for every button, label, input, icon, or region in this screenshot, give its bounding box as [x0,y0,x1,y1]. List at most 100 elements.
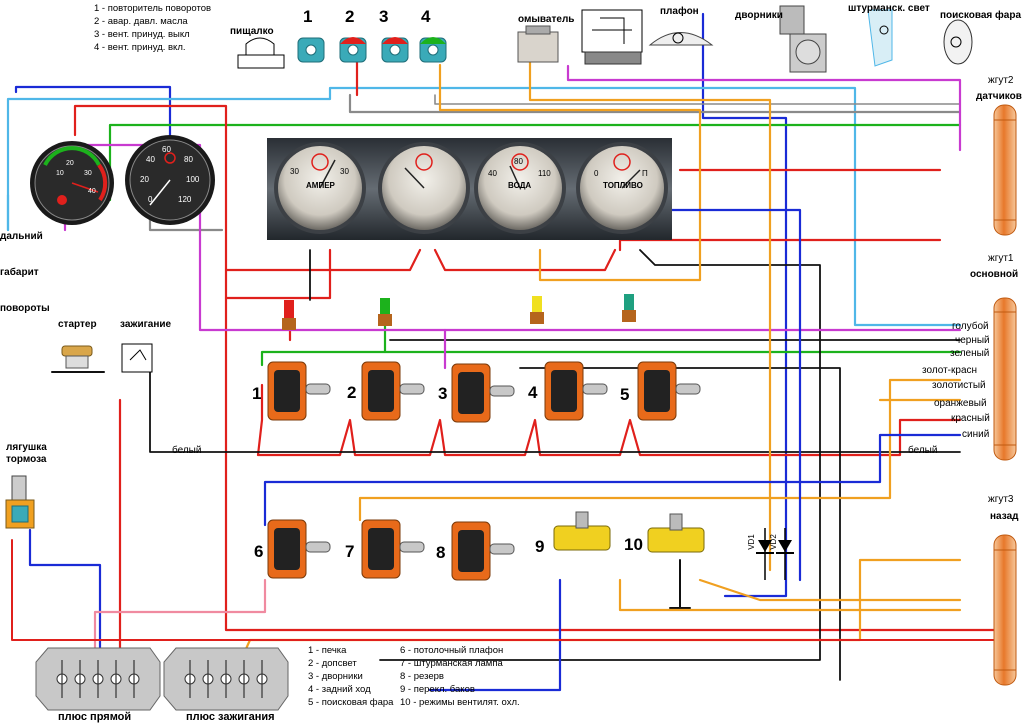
switch-number-9: 9 [535,537,545,556]
signal-lamps [282,294,636,330]
harness-3-title: жгут3 [988,494,1014,505]
gauge-panel [267,138,672,240]
legend-top-4: 4 - вент. принуд. вкл. [94,42,186,53]
wire-red-bus [73,104,1002,632]
diodes [756,528,794,580]
diode-label-vd2: VD2 [768,534,778,550]
gauge-temp-mid: 80 [514,157,523,166]
label-map-light: штурманск. свет [848,3,930,14]
gauge-fuel-full: П [642,169,648,178]
wire-orange-1 [528,58,772,572]
wire-label-dark-blue: синий [962,429,990,440]
wire-label-white-right: белый [908,445,938,456]
legend-bottom-5: 5 - поисковая фара [308,697,394,708]
wire-label-white-left: белый [172,445,202,456]
gauge-ammeter [274,142,366,234]
legend-bottom-10: 10 - режимы вентилят. охл. [400,697,520,708]
speedo-tick-100: 100 [186,175,200,184]
toggle-switch-4 [544,361,608,421]
gauge-oil [378,142,470,234]
legend-top-3: 3 - вент. принуд. выкл [94,29,190,40]
toggle-switches [267,361,705,581]
wire-black-gauge [379,249,821,661]
harness-1 [993,297,1017,461]
harness-2-title: жгут2 [988,75,1014,86]
harness-3-subtitle: назад [990,511,1019,522]
wire-red-right [618,238,942,252]
switch-number-6: 6 [254,542,264,561]
wire-pink [93,578,267,652]
indicator-number-1: 1 [303,7,313,26]
legend-bottom-1: 1 - печка [308,645,347,656]
speedo-tick-80: 80 [184,155,193,164]
harness-1-subtitle: основной [970,269,1019,280]
speedo-tick-40: 40 [146,155,155,164]
toggle-switch-6 [267,519,331,579]
lamp-red [282,300,296,330]
indicator-lamps [297,37,447,63]
wire-red-sw-bus [256,383,962,457]
wire-blue-left [28,528,102,682]
gauge-ammeter-right: 30 [340,167,349,176]
diode-vd2 [776,528,794,580]
toggle-switch-5 [637,361,701,421]
toggle-switch-2 [361,361,425,421]
legend-bottom-8: 8 - резерв [400,671,444,682]
switch-number-5: 5 [620,385,630,404]
indicator-4 [419,37,447,63]
wire-red-gauge3 [433,248,617,272]
toggle-switch-9 [553,511,611,551]
harness-3 [993,534,1017,686]
wire-orange-5 [618,578,962,612]
fuse-block-right-label: плюс зажигания [186,711,275,723]
diode-label-vd1: VD1 [746,534,756,550]
label-search-light: поисковая фара [940,10,1022,21]
gauge-fuel [576,142,668,234]
wire-red-gauge2 [224,248,422,272]
wire-gray-1 [348,93,962,114]
indicator-number-4: 4 [421,7,431,26]
gauge-temp-low: 40 [488,169,497,178]
indicator-number-3: 3 [379,7,389,26]
tach-tick-20: 20 [66,160,74,167]
speedo-tick-20: 20 [140,175,149,184]
gauge-temp-high: 110 [538,169,551,178]
legend-bottom-2: 2 - допсвет [308,658,357,669]
switch-number-10: 10 [624,535,643,554]
switch-number-7: 7 [345,542,355,561]
label-turns: повороты [0,303,50,314]
gauge-temp [474,142,566,234]
gauge-ammeter-text: АМПЕР [306,181,335,190]
search-light [943,19,973,65]
legend-top-1: 1 - повторитель поворотов [94,3,212,14]
legend-bottom-6: 6 - потолочный плафон [400,645,504,656]
legend-bottom-9: 9 - перекл. баков [400,684,475,695]
legend-bottom-4: 4 - задний ход [308,684,371,695]
wire-orange-6 [698,578,962,602]
wire-blue-sw9 [428,578,562,692]
wires [6,12,1002,692]
label-high-beam: дальний [0,231,43,242]
wire-orange-2 [358,378,962,522]
wire-red-gauges [224,248,332,300]
wire-blue-sw [263,433,962,527]
wire-label-black: черный [955,335,990,346]
label-brake-1: лягушка [6,442,47,453]
switch-number-1: 1 [252,384,262,403]
label-washer: омыватель [518,14,575,25]
wire-label-blue: голубой [952,321,989,332]
starter-button [61,345,93,369]
indicator-1 [297,37,325,63]
legend-bottom-7: 7 - штурманская лампа [400,658,503,669]
tach-tick-30: 30 [84,170,92,177]
ignition-switch [121,343,153,373]
indicator-2 [339,37,367,63]
wire-label-gold-red: золот-красн [922,365,978,376]
wire-magenta-3 [566,64,962,152]
harness-2 [993,104,1017,236]
wire-blue-top [14,85,172,162]
washer-pump [517,25,559,63]
toggle-switch-7 [361,519,425,579]
label-ceiling-lamp: плафон [660,6,699,17]
gauge-fuel-text: ТОПЛИВО [603,181,643,190]
